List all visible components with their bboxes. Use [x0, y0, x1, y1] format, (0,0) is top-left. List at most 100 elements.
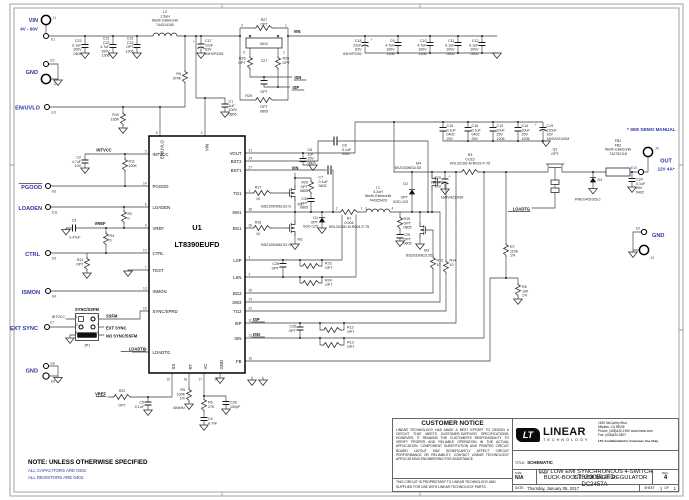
schematic-label: 0402: [636, 190, 644, 194]
schematic-label: EXT SYNC: [106, 326, 127, 331]
schematic-label: 1: [361, 207, 363, 211]
demo-manual-note: * SEE DEMO MANUAL: [627, 127, 676, 132]
mosfet-m3: [419, 221, 430, 239]
schematic-label: 6: [156, 131, 158, 135]
schematic-label: E6: [52, 190, 56, 194]
jp1-shunt: [77, 332, 97, 338]
schematic-label: R10: [112, 113, 119, 117]
schematic-label: 1%: [510, 254, 516, 258]
company-address: 1630 McCarthy Blvd. Milpitas, CA 95035 P…: [598, 419, 678, 450]
schematic-label: 25V: [447, 137, 454, 141]
schematic-label: R19: [404, 217, 411, 221]
schematic-label: 5: [243, 51, 245, 55]
wires: [18, 24, 649, 426]
schematic-label: VREF: [95, 221, 106, 226]
schematic-label: R14: [450, 259, 457, 263]
schematic-label: Wurth Elektronik: [605, 148, 631, 152]
schematic-label: R8: [522, 285, 527, 289]
schematic-label: 165K: [111, 117, 120, 121]
date-row: DATE: Thursday, January 05, 2017 SHEET 1…: [513, 485, 678, 491]
schematic-label: J2: [53, 82, 57, 86]
date-value: Thursday, January 05, 2017: [527, 485, 579, 491]
schematic-label: 10: [437, 263, 441, 267]
title-type: SCHEMATIC: [527, 460, 553, 465]
schematic-label: 16: [249, 357, 253, 361]
schematic-label: 10uF: [522, 128, 531, 132]
schematic-label: BSZ033NE2LS5: [406, 254, 432, 258]
ground-symbols: [53, 52, 638, 431]
schematic-label: ISN: [253, 332, 260, 337]
schematic-label: 120uF: [547, 128, 558, 132]
schematic-label: PMEG4010CEJ: [575, 198, 601, 202]
schematic-label: R2: [128, 212, 133, 216]
schematic-label: C10: [420, 39, 427, 43]
schematic-label: C30: [301, 197, 308, 201]
schematic-label: 15: [166, 378, 170, 382]
icno-label: IC NO.: [539, 471, 549, 475]
schematic-label: 0.1uF: [445, 43, 455, 47]
schematic-label: 0805: [260, 109, 268, 113]
schematic-label: E1: [51, 38, 55, 42]
schematic-label: OPT: [347, 345, 355, 349]
schematic-label: 22uF: [353, 43, 362, 47]
customer-notice-title: CUSTOMER NOTICE: [421, 420, 484, 427]
schematic-label: 110K: [510, 249, 519, 253]
schematic-label: 10uF: [497, 128, 506, 132]
diode-d3: [589, 176, 597, 183]
schematic-label: R21: [77, 258, 84, 262]
size-label: SIZE: [515, 471, 522, 475]
schematic-label: 16V: [435, 185, 442, 189]
port-turret-e3: [43, 103, 51, 111]
schematic-label: C19: [547, 124, 554, 128]
note-heading: NOTE: UNLESS OTHERWISE SPECIFIED: [28, 459, 148, 466]
schematic-label: OPT: [301, 185, 309, 189]
schematic-label: 0805: [404, 242, 412, 246]
schematic-label: R29: [245, 94, 252, 98]
schematic-label: OPT: [118, 404, 126, 408]
schematic-label: SW1: [232, 210, 242, 215]
schematic-label: C2: [76, 156, 81, 160]
schematic-label: 0: [128, 216, 130, 220]
note-line-resistors: ALL RESISTORS ARE 0402.: [28, 475, 85, 480]
schematic-label: R6: [208, 401, 213, 405]
schematic-label: J4: [655, 147, 659, 151]
schematic-label: R1: [347, 217, 352, 221]
schematic-label: 100V: [418, 48, 427, 52]
schematic-label: 8: [145, 203, 147, 207]
schematic-label: M4: [416, 162, 421, 166]
schematic-label: C28: [230, 401, 237, 405]
schematic-label: OPT: [551, 152, 559, 156]
schematic-label: R22: [119, 389, 126, 393]
schematic-label: 0.1uF: [135, 405, 145, 409]
schematic-label: OPT: [347, 330, 355, 334]
schematic-label: VOUT: [230, 151, 242, 156]
schematic-label: C3: [72, 219, 77, 223]
schematic-label: R26: [239, 57, 246, 61]
schematic-title-line2: BUCK-BOOST VOLTAGE REGULATOR: [543, 475, 648, 482]
schematic-label: C23: [75, 39, 82, 43]
mosfet-m1: [285, 184, 296, 202]
schematic-label: INTVCC: [153, 152, 169, 157]
schematic-label: 18: [183, 378, 187, 382]
schematic-label: BSZ100N06LS3 G: [261, 243, 291, 247]
port-turret-e5: [44, 249, 52, 257]
schematic-label: BST2: [231, 159, 242, 164]
schematic-label: 5: [76, 331, 78, 335]
schematic-label: OPT: [260, 90, 268, 94]
schematic-label: C4: [208, 417, 213, 421]
schematic-label: PGOOD: [153, 184, 169, 189]
schematic-label: 20: [143, 348, 147, 352]
sheet-note: NOTE: UNLESS OTHERWISE SPECIFIED ALL CAP…: [28, 459, 148, 480]
schematic-label: 4.7nF: [208, 421, 218, 425]
schematic-label: 400kHz: [173, 406, 185, 410]
schematic-label: R4: [110, 234, 115, 238]
schematic-label: 0.47uF: [69, 236, 81, 240]
schematic-label: 23: [249, 298, 253, 302]
company-name-2: TECHNOLOGY: [543, 437, 590, 442]
q1-gate-network: [550, 187, 560, 193]
schematic-label: 0805: [300, 206, 308, 210]
schematic-label: 25V: [522, 133, 529, 137]
rev-value: 4: [663, 475, 668, 481]
customer-notice-box: CUSTOMER NOTICE LINEAR TECHNOLOGY HAS MA…: [392, 418, 513, 492]
